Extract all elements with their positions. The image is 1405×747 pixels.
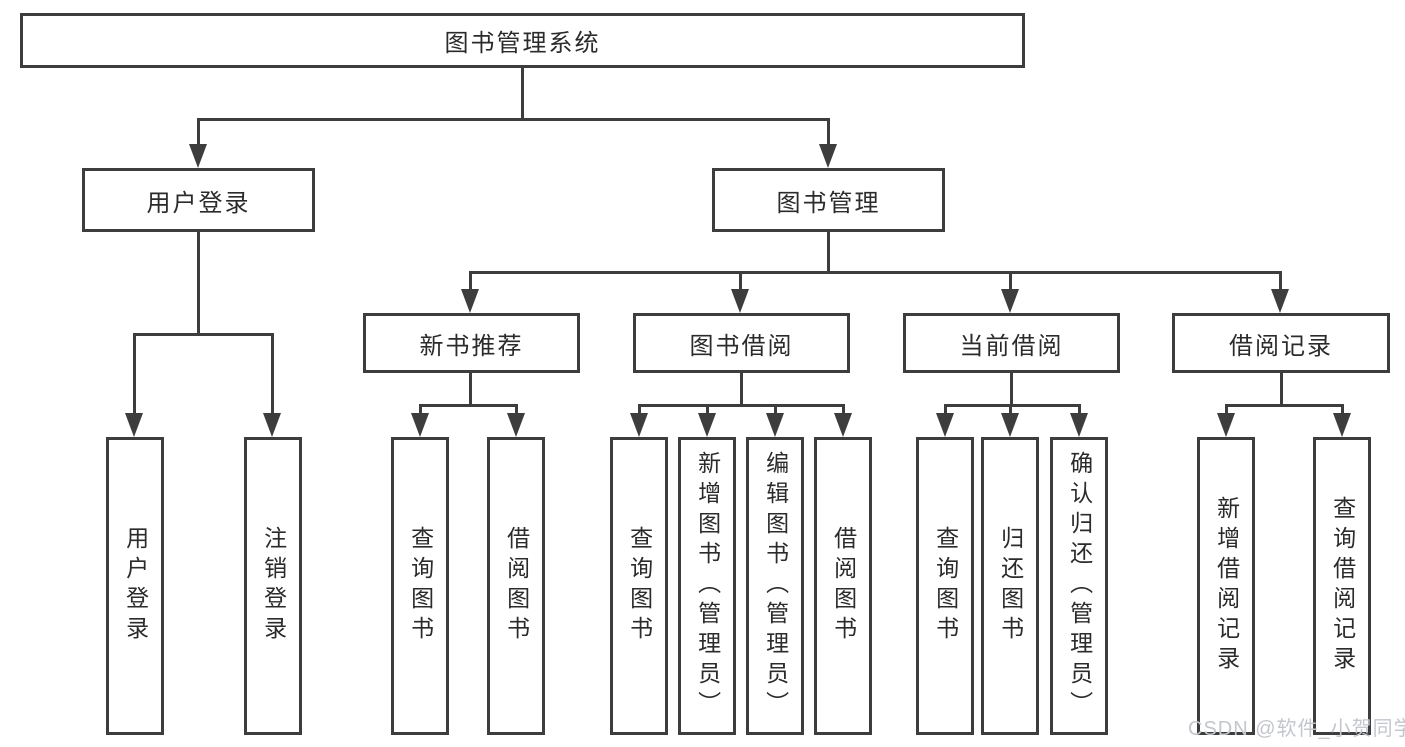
node-current-borrow: 当前借阅 (903, 313, 1120, 373)
leaf-current-return-book: 归还图书 (981, 437, 1039, 735)
connector-line (1009, 404, 1012, 417)
leaf-borrowing-add-book-admin-label: 新增图书︵管理员︶ (694, 451, 721, 721)
leaf-borrowing-edit-book-admin-label: 编辑图书︵管理员︶ (762, 451, 789, 721)
arrowhead-down-icon (1001, 289, 1019, 313)
arrowhead-down-icon (630, 413, 648, 437)
leaf-current-confirm-return-admin-label: 确认归还︵管理员︶ (1066, 451, 1093, 721)
arrowhead-down-icon (461, 289, 479, 313)
watermark: CSDN @软件_小贺同学 (1188, 718, 1405, 740)
arrowhead-down-icon (1070, 413, 1088, 437)
connector-line (739, 271, 742, 293)
arrowhead-down-icon (1333, 413, 1351, 437)
connector-line (638, 404, 641, 417)
connector-line (197, 118, 830, 121)
arrowhead-down-icon (936, 413, 954, 437)
leaf-logout-login: 注销登录 (244, 437, 302, 735)
connector-line (774, 404, 777, 417)
connector-line (515, 404, 518, 417)
connector-line (1225, 404, 1228, 417)
arrowhead-down-icon (731, 289, 749, 313)
node-book-management: 图书管理 (712, 168, 945, 232)
leaf-records-add-record-label: 新增借阅记录 (1213, 496, 1240, 676)
leaf-current-query-book-label: 查询图书 (932, 526, 959, 646)
node-new-book-recommend: 新书推荐 (363, 313, 580, 373)
node-book-management-label: 图书管理 (776, 189, 881, 217)
node-borrow-records: 借阅记录 (1172, 313, 1390, 373)
arrowhead-down-icon (819, 144, 837, 168)
connector-line (1225, 404, 1343, 407)
connector-line (1280, 373, 1283, 406)
node-user-login-label: 用户登录 (146, 189, 251, 217)
leaf-borrowing-add-book-admin: 新增图书︵管理员︶ (678, 437, 736, 735)
leaf-records-query-record: 查询借阅记录 (1313, 437, 1371, 735)
leaf-newbook-query-book: 查询图书 (391, 437, 449, 735)
leaf-user-login: 用户登录 (106, 437, 164, 735)
connector-line (469, 373, 472, 406)
node-book-borrowing-label: 图书借阅 (689, 332, 794, 360)
node-borrow-records-label: 借阅记录 (1229, 332, 1333, 360)
node-root: 图书管理系统 (20, 13, 1025, 68)
connector-line (842, 404, 845, 417)
leaf-current-return-book-label: 归还图书 (997, 526, 1024, 646)
connector-line (706, 404, 709, 417)
connector-line (827, 118, 830, 148)
node-book-borrowing: 图书借阅 (633, 313, 850, 373)
leaf-records-query-record-label: 查询借阅记录 (1329, 496, 1356, 676)
connector-line (197, 118, 200, 148)
leaf-borrowing-borrow-book-label: 借阅图书 (830, 526, 857, 646)
leaf-borrowing-edit-book-admin: 编辑图书︵管理员︶ (746, 437, 804, 735)
arrowhead-down-icon (1217, 413, 1235, 437)
leaf-borrowing-query-book-label: 查询图书 (626, 526, 653, 646)
connector-line (827, 232, 830, 273)
arrowhead-down-icon (698, 413, 716, 437)
connector-line (1010, 373, 1013, 406)
connector-line (944, 404, 1081, 407)
node-root-label: 图书管理系统 (444, 30, 601, 57)
arrowhead-down-icon (766, 413, 784, 437)
connector-line (1009, 271, 1012, 293)
connector-line (197, 232, 200, 336)
node-user-login: 用户登录 (82, 168, 315, 232)
arrowhead-down-icon (125, 413, 143, 437)
leaf-borrowing-borrow-book: 借阅图书 (814, 437, 872, 735)
connector-line (638, 404, 844, 407)
connector-line (133, 333, 136, 417)
arrowhead-down-icon (1271, 289, 1289, 313)
arrowhead-down-icon (834, 413, 852, 437)
connector-line (271, 333, 274, 417)
leaf-user-login-label: 用户登录 (122, 526, 149, 646)
leaf-current-confirm-return-admin: 确认归还︵管理员︶ (1050, 437, 1108, 735)
connector-line (1341, 404, 1344, 417)
connector-line (469, 271, 1281, 274)
connector-line (740, 373, 743, 406)
connector-line (521, 68, 524, 119)
connector-line (133, 333, 274, 336)
arrowhead-down-icon (507, 413, 525, 437)
connector-line (419, 404, 422, 417)
leaf-newbook-borrow-book-label: 借阅图书 (503, 526, 530, 646)
leaf-logout-login-label: 注销登录 (260, 526, 287, 646)
arrowhead-down-icon (189, 144, 207, 168)
leaf-records-add-record: 新增借阅记录 (1197, 437, 1255, 735)
leaf-current-query-book: 查询图书 (916, 437, 974, 735)
arrowhead-down-icon (411, 413, 429, 437)
node-new-book-recommend-label: 新书推荐 (419, 332, 524, 360)
leaf-newbook-borrow-book: 借阅图书 (487, 437, 545, 735)
connector-line (944, 404, 947, 417)
arrowhead-down-icon (1001, 413, 1019, 437)
node-current-borrow-label: 当前借阅 (959, 332, 1064, 360)
arrowhead-down-icon (263, 413, 281, 437)
connector-line (419, 404, 518, 407)
leaf-newbook-query-book-label: 查询图书 (407, 526, 434, 646)
leaf-borrowing-query-book: 查询图书 (610, 437, 668, 735)
connector-line (469, 271, 472, 293)
connector-line (1279, 271, 1282, 293)
connector-line (1078, 404, 1081, 417)
